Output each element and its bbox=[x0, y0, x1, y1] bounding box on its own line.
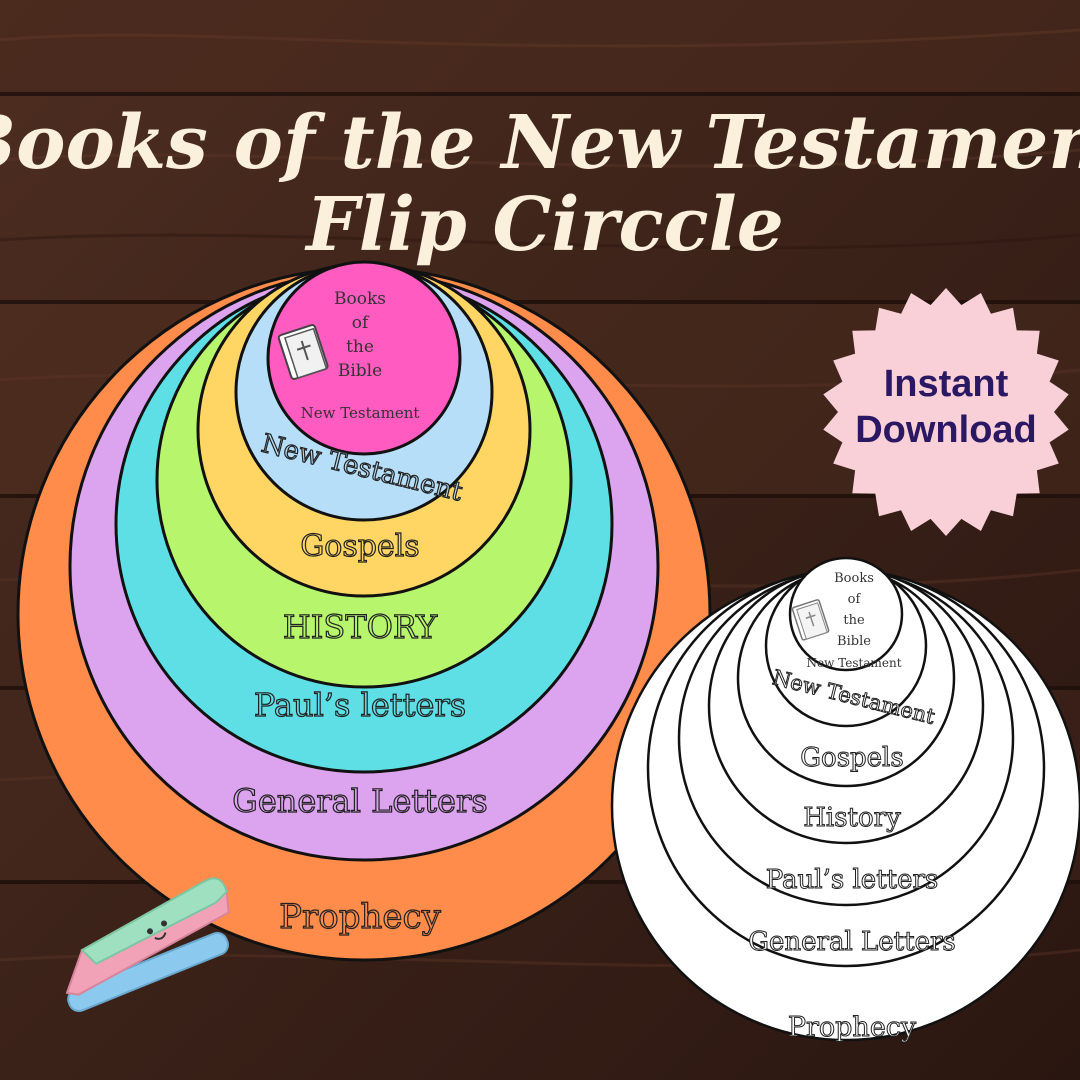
colored-ring-7 bbox=[266, 260, 462, 456]
outline-center-line-books: Books bbox=[834, 571, 874, 586]
colored-ring-label-5: Gospels bbox=[300, 529, 419, 564]
instant-download-badge: Instant Download bbox=[823, 288, 1069, 536]
outline-ring-label-2: General Letters bbox=[748, 927, 956, 957]
center-line-new-testament: New Testament bbox=[301, 404, 420, 422]
bible-icon bbox=[277, 324, 329, 380]
center-line-bible: Bible bbox=[338, 361, 382, 381]
bible-icon-outline bbox=[791, 599, 830, 641]
colored-ring-label-1: Prophecy bbox=[279, 897, 441, 937]
colored-ring-label-4: HISTORY bbox=[283, 608, 438, 646]
outline-flip-circle: Prophecy General Letters Paul’s letters His… bbox=[610, 556, 1080, 1044]
outline-ring-label-3: Paul’s letters bbox=[766, 865, 939, 895]
title-line-1: Books of the New Testament bbox=[0, 100, 1080, 186]
badge-star-shape bbox=[823, 288, 1069, 536]
outline-center-line-bible: Bible bbox=[837, 634, 871, 649]
center-line-of: of bbox=[352, 313, 370, 333]
outline-ring-label-1: Prophecy bbox=[788, 1012, 917, 1043]
center-line-the: the bbox=[346, 337, 374, 357]
center-text-outline: Books of the Bible New Testament bbox=[806, 571, 901, 670]
outline-ring-7 bbox=[788, 556, 904, 672]
stapler-icon bbox=[65, 877, 230, 1012]
badge-line-1: Instant bbox=[884, 363, 1009, 405]
title-line-2: Flip Circcle bbox=[304, 182, 784, 268]
outline-center-line-the: the bbox=[843, 613, 865, 628]
outline-ring-label-4: History bbox=[803, 803, 901, 833]
title: Books of the New Testament Flip Circcle bbox=[0, 100, 1080, 268]
colored-ring-label-2: General Letters bbox=[232, 782, 487, 820]
outline-center-line-of: of bbox=[848, 592, 862, 607]
badge-line-2: Download bbox=[855, 409, 1037, 451]
center-line-books: Books bbox=[334, 289, 386, 309]
center-text: Books of the Bible New Testament bbox=[301, 289, 420, 422]
outline-ring-label-5: Gospels bbox=[800, 743, 903, 773]
colored-ring-label-3: Paul’s letters bbox=[254, 686, 466, 724]
outline-center-line-new-testament: New Testament bbox=[806, 656, 901, 670]
colored-flip-circle: Prophecy General Letters Paul’s letters HIS… bbox=[16, 260, 712, 962]
